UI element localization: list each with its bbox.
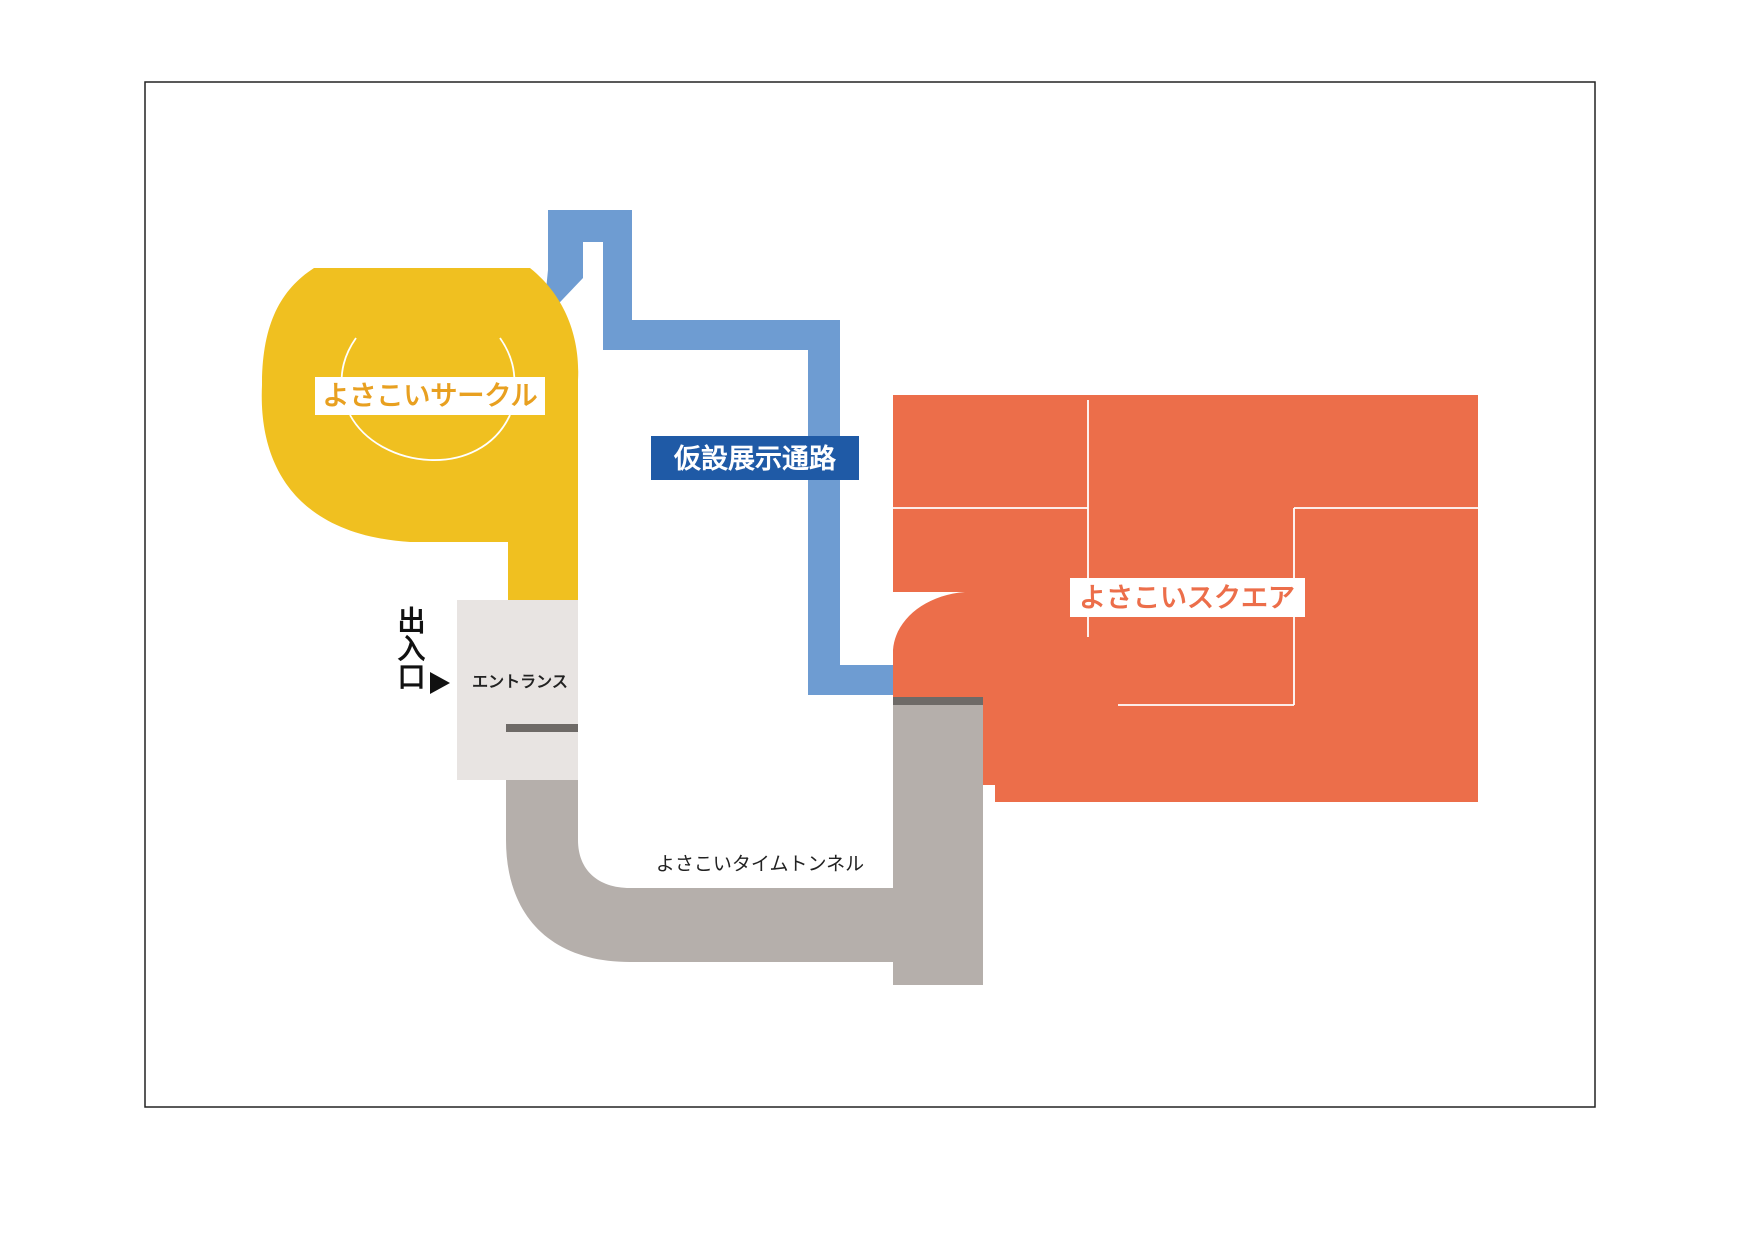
tunnel-edge-right	[893, 697, 983, 705]
circle-ring-bottom	[349, 414, 511, 461]
square-label-bg	[1070, 578, 1305, 617]
right-triangle-arrow-icon	[430, 672, 450, 694]
entrance-area	[457, 600, 578, 780]
entrance-edge	[506, 724, 578, 732]
passage-label-bg	[651, 436, 859, 480]
passage-label: 仮設展示通路	[673, 443, 837, 475]
passage-area	[543, 210, 893, 695]
entrance-label: エントランス	[472, 672, 568, 691]
circle-label-bg	[315, 377, 545, 415]
circle-label: よさこいサークル	[322, 381, 537, 412]
square-label: よさこいスクエア	[1079, 583, 1295, 614]
tunnel-label: よさこいタイムトンネル	[656, 853, 864, 875]
circle-area	[261, 268, 579, 600]
exit-label: 出入口	[394, 606, 427, 690]
tunnel-area	[506, 700, 983, 985]
